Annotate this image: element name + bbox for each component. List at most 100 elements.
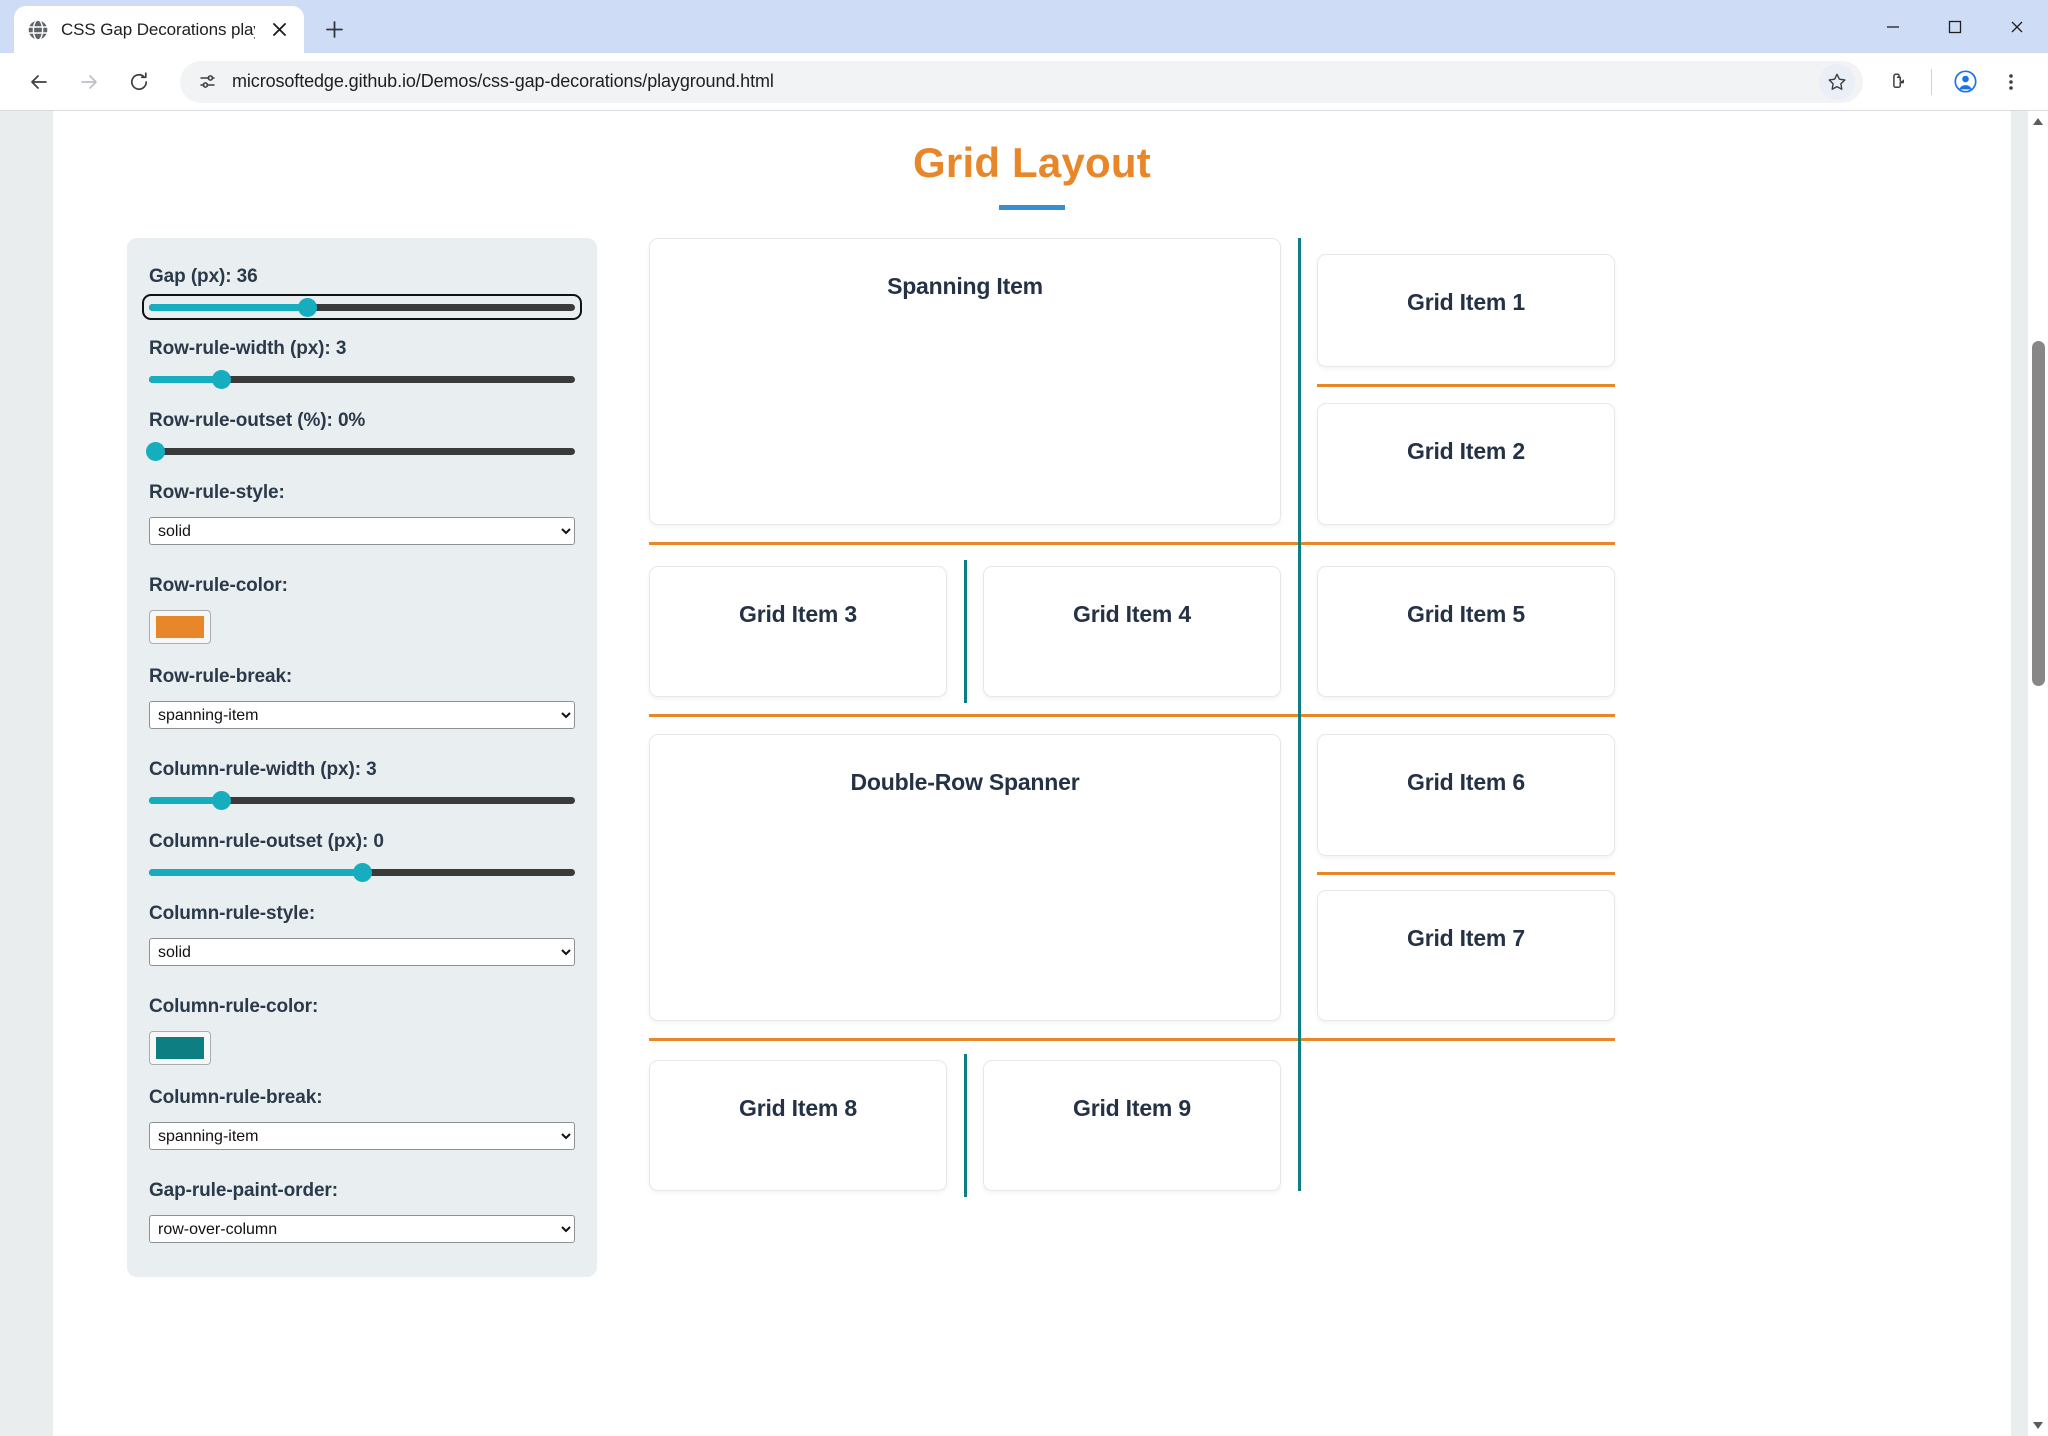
tab-title: CSS Gap Decorations playgroun (61, 19, 255, 39)
column-rule-style-select[interactable]: solid (149, 938, 575, 966)
star-icon[interactable] (1819, 63, 1855, 100)
slider-track (149, 304, 575, 311)
row-rule-right-col-1 (1317, 384, 1615, 387)
window-controls (1862, 0, 2048, 53)
grid-item-label: Grid Item 4 (1073, 601, 1191, 627)
profile-icon[interactable] (1944, 61, 1986, 103)
column-rule-outset-slider[interactable] (149, 863, 575, 882)
control-row-rule-style-label: Row-rule-style: (149, 482, 285, 503)
close-window-icon[interactable] (1986, 0, 2048, 53)
column-rule-row2-inner (964, 560, 967, 703)
row-rule-width-slider[interactable] (149, 370, 575, 389)
column-rule-break-select[interactable]: spanning-item (149, 1122, 575, 1150)
column-rule-width-slider[interactable] (149, 791, 575, 810)
url-text[interactable]: microsoftedge.github.io/Demos/css-gap-de… (232, 71, 774, 91)
slider-fill (149, 797, 222, 804)
slider-thumb[interactable] (212, 791, 232, 810)
reload-icon[interactable] (116, 59, 162, 105)
row-rule-color-swatch (156, 616, 204, 638)
slider-thumb[interactable] (146, 442, 166, 461)
control-row-rule-break: Row-rule-break: spanning-item (149, 666, 575, 751)
row-rule-break-select[interactable]: spanning-item (149, 701, 575, 729)
title-underline (999, 205, 1065, 210)
grid-item-label: Grid Item 2 (1407, 438, 1525, 464)
slider-track (149, 797, 575, 804)
column-rule-main (1298, 238, 1301, 1191)
close-icon[interactable] (266, 17, 292, 43)
column-rule-row4-inner (964, 1054, 967, 1197)
grid-item-9[interactable]: Grid Item 9 (983, 1060, 1281, 1191)
control-column-rule-color: Column-rule-color: (149, 996, 575, 1065)
control-gap: Gap (px): 36 (142, 266, 582, 320)
page-layout: Gap (px): 36 Row-rule-width (px): 3 (53, 210, 2011, 1277)
control-column-rule-style-label: Column-rule-style: (149, 903, 316, 924)
row-rule-full-3 (649, 1038, 1615, 1041)
globe-icon (26, 18, 50, 42)
puzzle-icon[interactable] (1877, 61, 1919, 103)
scroll-up-arrow-icon[interactable] (2028, 111, 2048, 132)
grid-item-label: Grid Item 3 (739, 601, 857, 627)
grid-item-label: Spanning Item (887, 273, 1043, 299)
maximize-icon[interactable] (1924, 0, 1986, 53)
control-column-rule-width: Column-rule-width (px): 3 (149, 759, 575, 810)
grid-item-6[interactable]: Grid Item 6 (1317, 734, 1615, 856)
grid-item-spanning[interactable]: Spanning Item (649, 238, 1281, 525)
browser-toolbar: microsoftedge.github.io/Demos/css-gap-de… (0, 53, 2048, 110)
gap-slider[interactable] (142, 294, 582, 320)
back-arrow-icon[interactable] (16, 59, 62, 105)
control-gap-label: Gap (px): 36 (149, 266, 258, 287)
control-column-rule-break-label: Column-rule-break: (149, 1087, 323, 1108)
row-rule-outset-slider[interactable] (146, 442, 575, 461)
row-rule-full-2 (649, 714, 1615, 717)
row-rule-full-1 (649, 542, 1615, 545)
grid-item-double-row-spanner[interactable]: Double-Row Spanner (649, 734, 1281, 1021)
column-rule-color-picker[interactable] (149, 1031, 211, 1065)
browser-tab[interactable]: CSS Gap Decorations playgroun (14, 6, 304, 53)
grid-item-1[interactable]: Grid Item 1 (1317, 254, 1615, 367)
kebab-menu-icon[interactable] (1990, 61, 2032, 103)
control-column-rule-color-label: Column-rule-color: (149, 996, 319, 1017)
control-gap-rule-paint-order-label: Gap-rule-paint-order: (149, 1180, 338, 1201)
control-column-rule-outset-label: Column-rule-outset (px): 0 (149, 831, 384, 852)
page-content: Grid Layout Gap (px): 36 (53, 111, 2011, 1436)
page-title: Grid Layout (913, 139, 1151, 186)
slider-thumb[interactable] (353, 863, 372, 882)
grid-item-label: Grid Item 7 (1407, 925, 1525, 951)
site-settings-icon[interactable] (192, 67, 222, 97)
grid-demo: Spanning Item Grid Item 3 Grid Item 4 Do… (649, 238, 1941, 1238)
slider-thumb[interactable] (297, 298, 317, 317)
scrollbar-thumb[interactable] (2032, 341, 2045, 686)
minimize-icon[interactable] (1862, 0, 1924, 53)
slider-track (149, 448, 575, 455)
control-row-rule-width-label: Row-rule-width (px): 3 (149, 338, 347, 359)
gap-rule-paint-order-select[interactable]: row-over-column (149, 1215, 575, 1243)
grid-item-label: Grid Item 6 (1407, 769, 1525, 795)
control-column-rule-style: Column-rule-style: solid (149, 903, 575, 988)
control-column-rule-outset: Column-rule-outset (px): 0 (149, 831, 575, 882)
grid-item-3[interactable]: Grid Item 3 (649, 566, 947, 697)
slider-thumb[interactable] (212, 370, 232, 389)
address-bar[interactable]: microsoftedge.github.io/Demos/css-gap-de… (180, 60, 1863, 103)
grid-item-5[interactable]: Grid Item 5 (1317, 566, 1615, 697)
control-row-rule-color-label: Row-rule-color: (149, 575, 288, 596)
control-row-rule-outset: Row-rule-outset (%): 0% (146, 410, 575, 461)
control-column-rule-break: Column-rule-break: spanning-item (149, 1087, 575, 1172)
controls-panel: Gap (px): 36 Row-rule-width (px): 3 (127, 238, 597, 1277)
grid-item-7[interactable]: Grid Item 7 (1317, 890, 1615, 1021)
grid-item-label: Grid Item 9 (1073, 1095, 1191, 1121)
grid-item-2[interactable]: Grid Item 2 (1317, 403, 1615, 525)
control-gap-rule-paint-order: Gap-rule-paint-order: row-over-column (149, 1180, 575, 1243)
forward-arrow-icon[interactable] (66, 59, 112, 105)
slider-fill (149, 376, 222, 383)
new-tab-button[interactable] (314, 9, 354, 49)
grid-item-label: Grid Item 1 (1407, 289, 1525, 315)
grid-item-4[interactable]: Grid Item 4 (983, 566, 1281, 697)
web-page: Grid Layout Gap (px): 36 (53, 111, 2011, 1436)
control-row-rule-break-label: Row-rule-break: (149, 666, 293, 687)
row-rule-color-picker[interactable] (149, 610, 211, 644)
row-rule-style-select[interactable]: solid (149, 517, 575, 545)
grid-item-8[interactable]: Grid Item 8 (649, 1060, 947, 1191)
page-scrollbar[interactable] (2027, 111, 2048, 1436)
grid-item-label: Grid Item 5 (1407, 601, 1525, 627)
scroll-down-arrow-icon[interactable] (2028, 1415, 2048, 1436)
